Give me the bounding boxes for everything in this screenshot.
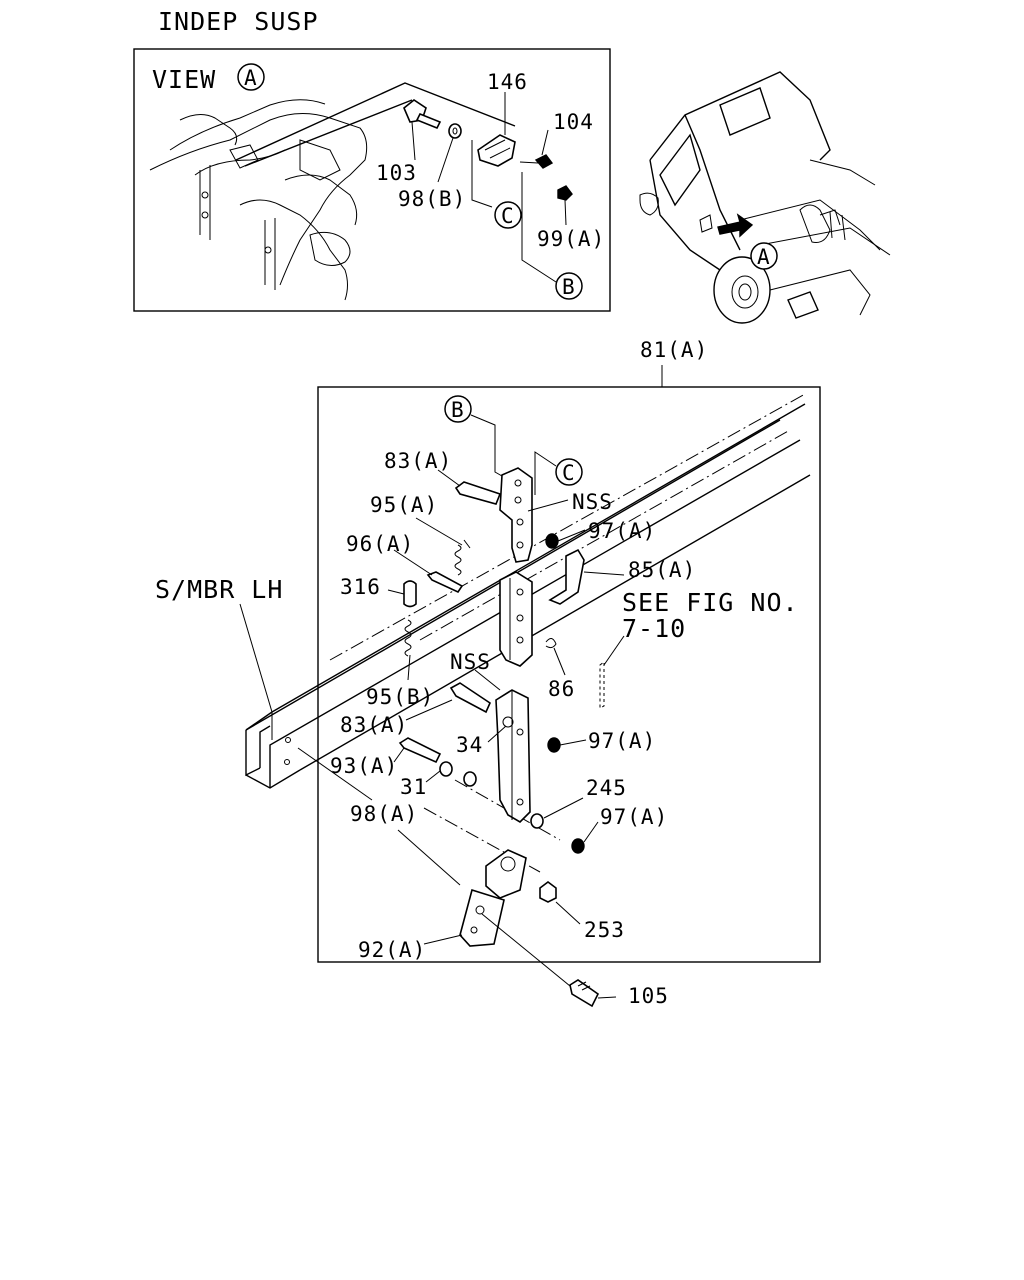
see-fig-marker: [599, 661, 605, 709]
pin-83a-bot: [449, 682, 492, 714]
ref-b-assy-label: B: [451, 398, 465, 422]
label-92a: 92(A): [358, 938, 426, 962]
view-a-inset: VIEW A: [133, 48, 611, 312]
middle-link: [499, 571, 533, 667]
bolt-93a: [398, 737, 442, 764]
locator-marker-circle: [750, 242, 778, 270]
label-85a: 85(A): [628, 558, 696, 582]
nut-253: [539, 881, 557, 903]
leader-104: [541, 129, 549, 156]
label-93a: 93(A): [330, 754, 398, 778]
leader-103: [411, 121, 416, 161]
label-97a-1: 97(A): [588, 519, 656, 543]
ref-c-assy-line: [534, 451, 557, 495]
ref-c-assy-label: C: [562, 461, 576, 485]
ref-c-label: C: [501, 204, 515, 228]
label-95a: 95(A): [370, 493, 438, 517]
bolt-104: [519, 154, 554, 169]
locator-marker-label: A: [757, 245, 771, 269]
label-83a-top: 83(A): [384, 449, 452, 473]
ref-b-assy-line: [470, 414, 503, 477]
label-96a: 96(A): [346, 532, 414, 556]
ref-c-assy-circle: [555, 458, 583, 486]
centerline-3: [423, 807, 541, 873]
bracket-92a: [459, 849, 527, 947]
assembly-label: 81(A): [640, 338, 708, 362]
assembly-leaders: [239, 469, 625, 999]
pin-83a-top: [454, 481, 502, 505]
leader-99a: [564, 199, 567, 226]
ref-line-c: [471, 140, 493, 208]
ref-line-b: [521, 172, 557, 283]
label-nss-mid: NSS: [450, 650, 491, 674]
pin-316: [403, 580, 417, 608]
label-105: 105: [628, 984, 669, 1008]
label-98b: 98(B): [398, 187, 466, 211]
ref-c-circle: [494, 201, 522, 229]
see-fig-line2: 7-10: [622, 614, 686, 643]
washer-97a-3: [571, 838, 585, 854]
washer-97a-1: [545, 533, 559, 549]
nut-99a: [557, 185, 573, 201]
ref-b-assy-circle: [444, 395, 472, 423]
inset-frame: [133, 48, 611, 312]
bolt-103: [403, 99, 442, 130]
bolt-96a: [426, 571, 464, 594]
label-nss-top: NSS: [572, 490, 613, 514]
label-103: 103: [376, 161, 417, 185]
centerline-2: [419, 429, 791, 641]
centerline-1: [329, 393, 806, 661]
view-marker-circle: [237, 63, 265, 91]
washer-31: [439, 761, 453, 777]
bracket-85a: [548, 548, 585, 605]
label-97a-3: 97(A): [600, 805, 668, 829]
label-31: 31: [400, 775, 427, 799]
label-245: 245: [586, 776, 627, 800]
label-98a: 98(A): [350, 802, 418, 826]
bolt-105: [569, 979, 600, 1008]
label-104: 104: [553, 110, 594, 134]
see-fig-line1: SEE FIG NO.: [622, 588, 799, 617]
view-marker-label: A: [244, 66, 258, 90]
ref-b-circle: [555, 272, 583, 300]
leader-98b: [437, 137, 454, 183]
label-95b: 95(B): [366, 685, 434, 709]
arrow-icon: [717, 213, 754, 238]
label-34: 34: [456, 733, 483, 757]
label-99a: 99(A): [537, 227, 605, 251]
label-83a-bot: 83(A): [340, 713, 408, 737]
label-97a-2: 97(A): [588, 729, 656, 753]
clip-86: [545, 638, 557, 649]
washer-245: [530, 813, 544, 829]
spring-95a: [454, 539, 471, 576]
spring-95b: [404, 619, 412, 657]
lower-link-34: [495, 689, 531, 824]
member-label: S/MBR LH: [155, 575, 283, 604]
label-86: 86: [548, 677, 575, 701]
assembly-frame: [317, 386, 821, 963]
bracket-146: [477, 134, 516, 167]
truck-locator-sketch: A: [639, 71, 891, 324]
label-146: 146: [487, 70, 528, 94]
upper-link: [499, 467, 533, 563]
label-316: 316: [340, 575, 381, 599]
page-title: INDEP SUSP: [158, 7, 319, 36]
washer-97a-2: [547, 737, 561, 753]
label-253: 253: [584, 918, 625, 942]
washer-98a: [463, 771, 477, 787]
view-title: VIEW: [152, 65, 216, 94]
washer-98b: [448, 123, 462, 139]
inset-frame-sketch: [149, 82, 516, 301]
ref-b-label: B: [562, 275, 576, 299]
